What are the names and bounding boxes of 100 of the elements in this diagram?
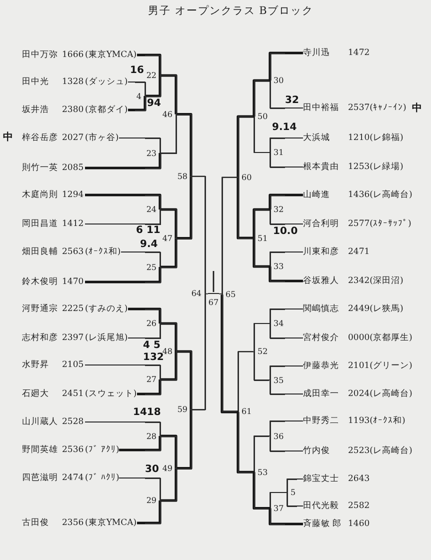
match-bracket: 32 [270,194,285,224]
match-bracket: 27 [145,364,160,394]
bracket-line [85,267,162,284]
bracket-line [252,208,270,238]
bracket-line [238,351,254,412]
bracket-line [137,380,162,396]
match-bracket: 53 [254,436,269,509]
bracket-line [286,492,304,506]
player-entry: 宮村俊介 0000(京都厚生) [303,332,412,344]
handwritten-note: 30 [145,465,159,475]
player-entry: 田中裕福 2537(ｷｬﾉｰｲﾝ) [303,102,406,114]
bracket-line [85,194,162,210]
bracket-line [286,478,304,493]
player-entry: 石廻大 2451(スウェット) [22,388,137,400]
bracket-line [160,352,178,381]
handwritten-note: 中 [412,104,422,114]
bracket-line [176,350,192,410]
match-bracket: 23 [145,138,160,168]
bracket-line [84,364,160,380]
bracket-line [236,412,254,474]
match-bracket: 4 [135,82,146,110]
bracket-line [270,366,304,380]
bracket-line [119,436,162,452]
player-entry: 根本貴由 1253(レ緑場) [303,161,404,173]
bracket-line [254,436,270,473]
player-entry: 河合利明 2577(ｽﾀｰｻｯﾌﾟ) [303,218,412,230]
match-bracket: 36 [270,420,285,452]
player-entry: 則竹一英 2085 [22,162,85,174]
match-bracket: 25 [145,252,160,282]
player-entry: 川東和彦 2471 [303,246,370,258]
bracket-line [128,323,160,338]
bracket-line [128,82,146,96]
match-bracket: 60 [238,116,253,238]
bracket-line [270,80,304,108]
handwritten-note: 9.4 [140,240,158,250]
handwritten-note: 4 5 [143,341,160,351]
bracket-line [204,293,208,294]
bracket-line [160,434,178,468]
match-bracket: 47 [161,209,176,268]
match-bracket: 49 [161,436,176,501]
player-entry: 田中万弥 1666(東京YMCA) [22,49,137,61]
match-bracket: 29 [145,478,160,524]
player-entry: 田代光毅 2582 [303,500,370,512]
player-entry: 山崎進 1436(レ高崎台) [303,189,412,201]
bracket-line [160,114,176,154]
player-entry: 伊藤恭光 2101(グリーン) [303,360,412,372]
bracket-line [254,116,270,153]
match-bracket: 28 [145,422,160,450]
match-bracket: 64 [190,176,206,410]
bracket-line [160,74,178,114]
bracket-line [254,351,270,380]
handwritten-note: 132 [143,353,164,363]
bracket-line [270,308,304,324]
bracket-line [254,323,270,352]
player-entry: 梓谷岳彦 2027(市ヶ谷) [22,132,119,144]
bracket-line [137,54,162,76]
player-entry: 田中光 1328(ダッシュ) [22,76,128,88]
player-entry: 坂井浩 2380(京都ダイ) [22,104,128,116]
bracket-line [268,508,303,526]
match-bracket: 46 [161,75,176,154]
bracket-line [236,177,254,240]
player-entry: 寺川迅 1472 [303,47,370,59]
bracket-line [236,115,254,178]
player-entry: 河野通宗 2225(すみのえ) [22,303,128,315]
match-bracket: 35 [270,366,285,394]
player-entry: 志村和彦 2397(レ浜尾旭) [22,332,128,344]
bracket-line [270,252,304,267]
match-bracket: 65 [222,176,237,412]
handwritten-note: 10.0 [273,227,298,237]
bracket-line [270,209,304,224]
player-entry: 四芭滋明 2474(ﾌﾞ ﾊｸﾘ) [22,472,120,484]
match-bracket: 52 [254,323,269,380]
match-bracket: 67 [208,293,219,308]
bracket-line [270,380,304,394]
bracket-line [270,138,304,153]
bracket-line [176,176,192,240]
player-entry: 大浜城 1210(レ錦福) [303,132,404,144]
handwritten-note: 1418 [133,408,161,418]
bracket-line [128,308,162,324]
bracket-line [84,209,160,224]
match-bracket: 34 [270,308,285,338]
player-entry: 錦宝丈士 2643 [303,473,370,485]
bracket-line [176,112,192,176]
bracket-line [160,238,178,268]
player-entry: 岡田昌道 1412 [22,218,85,230]
player-entry: 山川蔵人 2528 [22,416,85,428]
player-entry: 成田幸一 2024(レ高崎台) [303,388,412,400]
bracket-line [160,208,178,238]
bracket-line [252,79,270,116]
handwritten-note: 94 [147,99,161,109]
match-bracket: 30 [270,52,285,108]
handwritten-note: 16 [130,66,144,76]
bracket-line [218,293,222,294]
handwritten-note: 6 11 [136,226,160,236]
player-entry: 関嶋慎志 2449(レ狭馬) [303,303,404,315]
match-bracket: 59 [176,351,192,469]
match-bracket: 24 [145,194,160,224]
bracket-line [120,252,160,268]
bracket-line [270,323,304,338]
bracket-line [190,292,206,410]
